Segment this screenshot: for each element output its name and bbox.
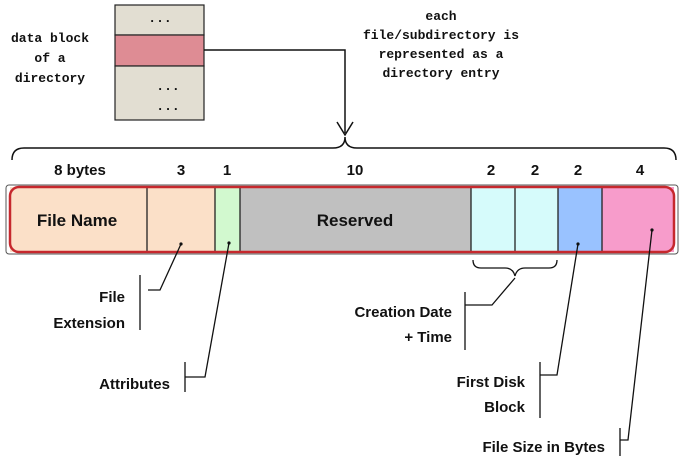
extension-dot	[179, 242, 183, 246]
size-firstblock: 2	[574, 162, 582, 179]
block-caption: data block of a directory	[11, 31, 89, 86]
field-dividers	[146, 187, 603, 252]
block-row-dots-1: ...	[148, 11, 171, 26]
attributes-label: Attributes	[99, 376, 170, 393]
block-caption-line-2: of a	[34, 51, 65, 66]
callout-labels: File Extension Attributes Creation Date …	[53, 289, 605, 456]
creation-label-2: + Time	[404, 329, 452, 346]
block-caption-line-1: data block	[11, 31, 89, 46]
size-time: 2	[487, 162, 495, 179]
size-date: 2	[531, 162, 539, 179]
firstblock-connector	[539, 243, 579, 418]
file-name-label: File Name	[37, 211, 117, 230]
size-extension: 3	[177, 162, 185, 179]
field-size-labels: 8 bytes 3 1 10 2 2 2 4	[54, 162, 645, 179]
firstblock-dot	[576, 242, 580, 246]
note-line-4: directory entry	[382, 66, 499, 81]
attributes-connector	[184, 242, 230, 392]
creation-connector	[464, 277, 516, 350]
entry-frame-outline	[5, 184, 679, 255]
extension-connector	[139, 243, 182, 330]
filesize-label: File Size in Bytes	[482, 439, 605, 456]
firstblock-label-1: First Disk	[457, 374, 526, 391]
extension-label-1: File	[99, 289, 125, 306]
field-attributes	[215, 187, 240, 252]
entry-note: each file/subdirectory is represented as…	[363, 9, 519, 81]
firstblock-label-2: Block	[484, 399, 526, 416]
field-file-name	[10, 187, 147, 252]
filesize-connector	[619, 229, 653, 456]
attributes-dot	[227, 241, 231, 245]
size-attributes: 1	[223, 162, 231, 179]
block-row-1	[114, 4, 205, 36]
size-reserved: 10	[347, 162, 364, 179]
note-line-2: file/subdirectory is	[363, 28, 519, 43]
size-filename: 8 bytes	[54, 162, 106, 179]
filesize-dot	[650, 228, 654, 232]
size-filesize: 4	[636, 162, 645, 179]
creation-brace	[472, 259, 558, 277]
field-reserved	[240, 187, 471, 252]
block-row-dots-3: ...	[156, 99, 179, 114]
note-line-1: each	[425, 9, 456, 24]
extension-label-2: Extension	[53, 315, 125, 332]
field-creation-date	[515, 187, 558, 252]
entry-brace	[11, 136, 677, 161]
field-file-size	[602, 187, 674, 252]
block-row-highlight	[114, 34, 205, 67]
field-first-block	[558, 187, 602, 252]
entry-pointer-arrowhead	[336, 121, 354, 137]
creation-label-1: Creation Date	[354, 304, 452, 321]
block-row-3	[114, 65, 205, 121]
block-row-dots-2: ...	[156, 79, 179, 94]
directory-block: ... ... ...	[114, 4, 205, 121]
entry-pointer-arrow	[204, 49, 346, 133]
callout-connectors	[139, 229, 653, 456]
directory-entry: File Name Reserved	[5, 184, 679, 255]
reserved-label: Reserved	[317, 211, 394, 230]
field-creation-time	[471, 187, 515, 252]
field-extension	[147, 187, 215, 252]
block-caption-line-3: directory	[15, 71, 85, 86]
entry-border	[8, 185, 676, 254]
note-line-3: represented as a	[379, 47, 504, 62]
